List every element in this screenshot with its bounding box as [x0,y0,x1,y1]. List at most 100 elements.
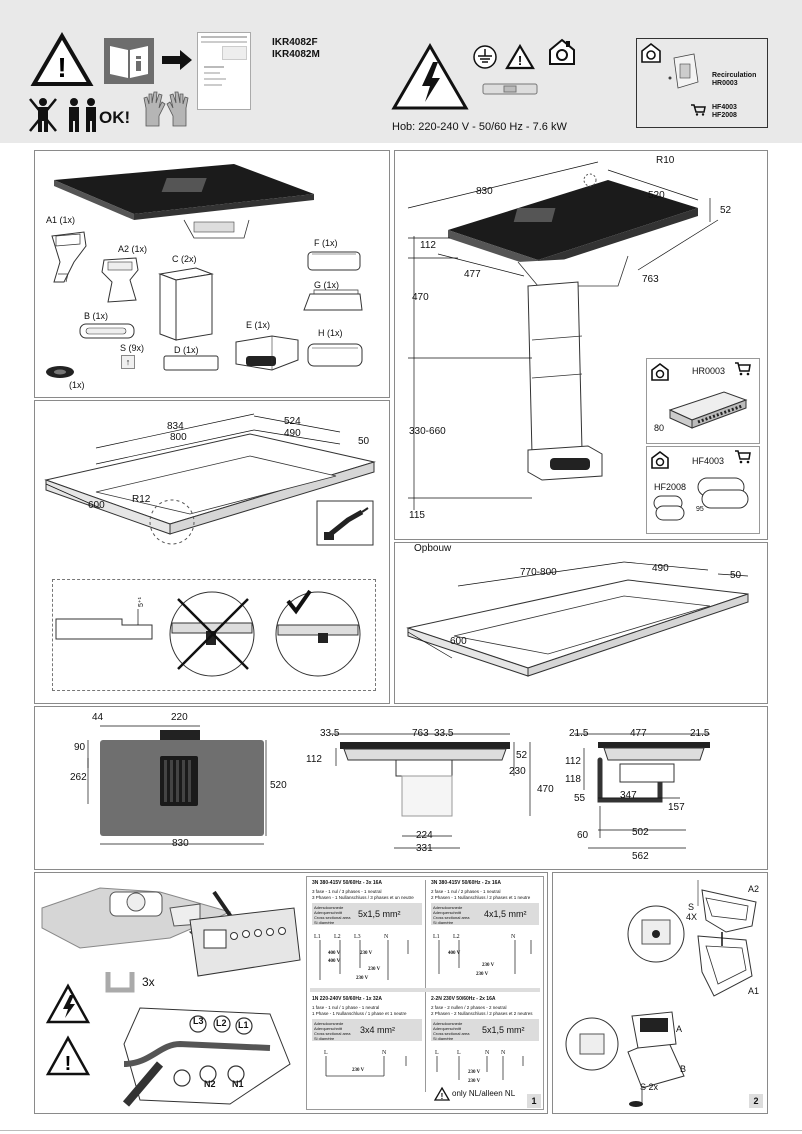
recirculation-label: Recirculation [712,72,757,79]
section-caption: Cross sectional area [433,915,470,920]
part-label: H (1x) [318,328,343,338]
terminal-cover-illustration [189,907,301,977]
wiring-section-panel [312,1019,422,1041]
dimension-label: 60 [577,830,589,841]
top-view-extraction-grill [164,760,194,802]
svg-text:N: N [384,934,389,940]
part-b [79,323,135,339]
section-caption: Adersdoorsnede [314,905,344,910]
svg-text:L2: L2 [334,934,341,940]
dimension-label: 600 [450,636,467,647]
cart-icon [691,104,706,116]
warning-small-icon: ! [505,43,535,70]
svg-text:L: L [324,1050,328,1056]
dimension-label: 520 [270,780,287,791]
house-ventilation-icon [651,451,669,469]
dimension-label: 80 [654,423,665,433]
wiring-box-line: 2 Phasen - 2 Nullanschluss / 2 phases et… [431,1011,533,1016]
screw-icon: ↑ [121,355,135,369]
dimension-label: R10 [656,155,675,166]
filter-illustration [653,477,749,521]
assembly-label: S [688,902,695,912]
dimension-label: 90 [74,742,86,753]
bag-count-label: 3x [142,975,155,989]
page-number-badge: 1 [527,1094,541,1108]
dimension-label: 112 [565,756,581,767]
part-c [158,267,214,341]
part-e [235,335,299,371]
dimension-label: 830 [172,838,189,849]
voltage-label: 230 V [368,967,381,972]
dimension-label: 112 [306,754,322,765]
terminal-block-illustration [122,1007,291,1107]
voltage-label: 400 V [448,951,461,956]
assembly-label: A [676,1024,683,1034]
electric-hazard-icon [391,43,469,110]
dimension-label: 52 [720,205,732,216]
voltage-label: 230 V [468,1070,481,1075]
recirculation-code: HR0003 [712,80,738,87]
panel-title: Opbouw [414,543,452,554]
dimension-label: 224 [416,830,433,841]
voltage-label: 400 V [328,951,341,956]
wire-section-label: 4x1,5 mm² [484,909,527,919]
tolerance-label: 5⁺¹ [137,597,145,607]
voltage-label: 230 V [482,963,495,968]
dimension-label: 95 [696,506,704,513]
house-ventilation-icon [641,42,661,63]
wiring-box-line: 2 fase - 1 nul / 2 phases - 1 neutral [431,889,501,894]
part-label: B (1x) [84,311,109,321]
wire-section-label: 5x1,5 mm² [358,909,401,919]
dimension-label: 763 [642,274,659,285]
section-caption: Adersdoorsnede [314,1021,344,1026]
section-caption: Cross sectional area [314,1031,351,1036]
dimension-label: 502 [632,827,649,838]
part-d [163,355,219,371]
assembly-label: A1 [748,986,760,996]
edge-detail-drawing [55,589,361,677]
wiring-box-line: 2 fase - 2 nullen / 2 phases - 2 neutral [431,1005,507,1010]
silicone-gun-detail [316,500,374,546]
terminal-label: L3 [193,1016,204,1026]
section-caption: Cross sectional area [433,1031,470,1036]
top-view-dimension-lines [87,725,267,845]
part-g [303,289,363,311]
svg-text:L2: L2 [453,934,460,940]
page-bottom-rule [0,1130,802,1131]
section-caption: Cross sectional area [314,915,351,920]
svg-text:L: L [457,1050,461,1056]
part-label: S (9x) [120,343,145,353]
dimension-label: 524 [284,416,301,427]
svg-text:N: N [382,1050,387,1056]
ok-label: OK! [99,108,131,127]
hob-3d-dimension-drawing [407,161,719,510]
svg-text:!: ! [65,1053,72,1075]
part-label: G (1x) [314,280,340,290]
dimension-label: 50 [730,570,742,581]
side-view-drawing [574,733,710,849]
svg-text:L1: L1 [433,934,440,940]
assembly-label: A2 [748,884,760,894]
svg-text:L1: L1 [314,934,321,940]
dimension-label: 220 [171,712,188,723]
dimension-label: 770-800 [520,567,557,578]
section-caption: Adersdoorsnede [433,905,463,910]
dimension-label: 55 [574,793,586,804]
part-a1 [51,231,87,283]
voltage-label: 400 V [328,959,341,964]
terminal-label: L2 [216,1018,227,1028]
part-label: F (1x) [314,238,338,248]
part-label: A2 (1x) [118,244,148,254]
section-caption: Aderquerschnitt [433,910,462,915]
cart-icon [735,362,751,376]
dimension-label: 118 [565,774,581,785]
section-caption: Aderquerschnitt [433,1026,462,1031]
seal-icon [46,366,74,378]
cable-clip-icon [105,972,135,993]
svg-text:L3: L3 [354,934,361,940]
dimension-label: 157 [668,802,685,813]
assembly-label: 4X [686,912,698,922]
voltage-label: 230 V [476,972,489,977]
